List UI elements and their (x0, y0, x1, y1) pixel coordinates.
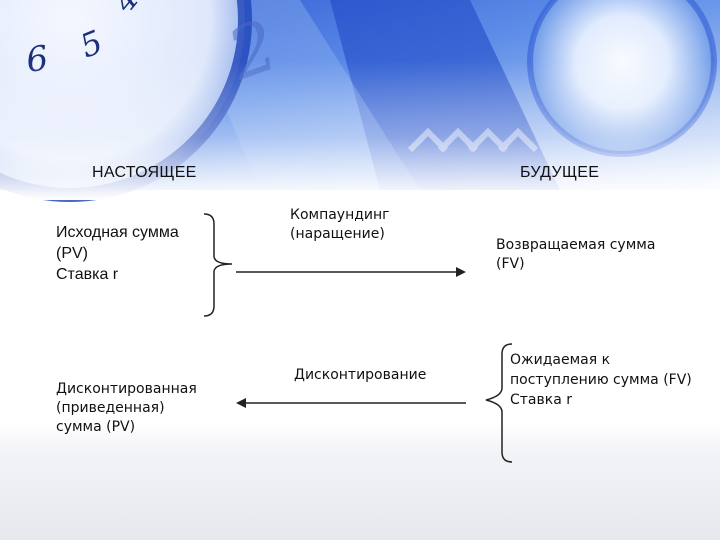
future-heading: БУДУЩЕЕ (520, 164, 600, 181)
expected-sum-label: Ожидаемая к поступлению сумма (FV) Ставк… (510, 352, 692, 408)
compounding-label: Компаундинг (наращение) (290, 207, 390, 242)
discounted-sum-label: Дисконтированная (приведенная) сумма (PV… (56, 381, 197, 435)
returned-sum-label: Возвращаемая сумма (FV) (496, 237, 656, 272)
discounting-label: Дисконтирование (294, 367, 427, 383)
initial-sum-label: Исходная сумма (PV) Ставка r (56, 224, 179, 283)
present-heading: НАСТОЯЩЕЕ (92, 164, 197, 181)
banner-fade (0, 60, 720, 200)
